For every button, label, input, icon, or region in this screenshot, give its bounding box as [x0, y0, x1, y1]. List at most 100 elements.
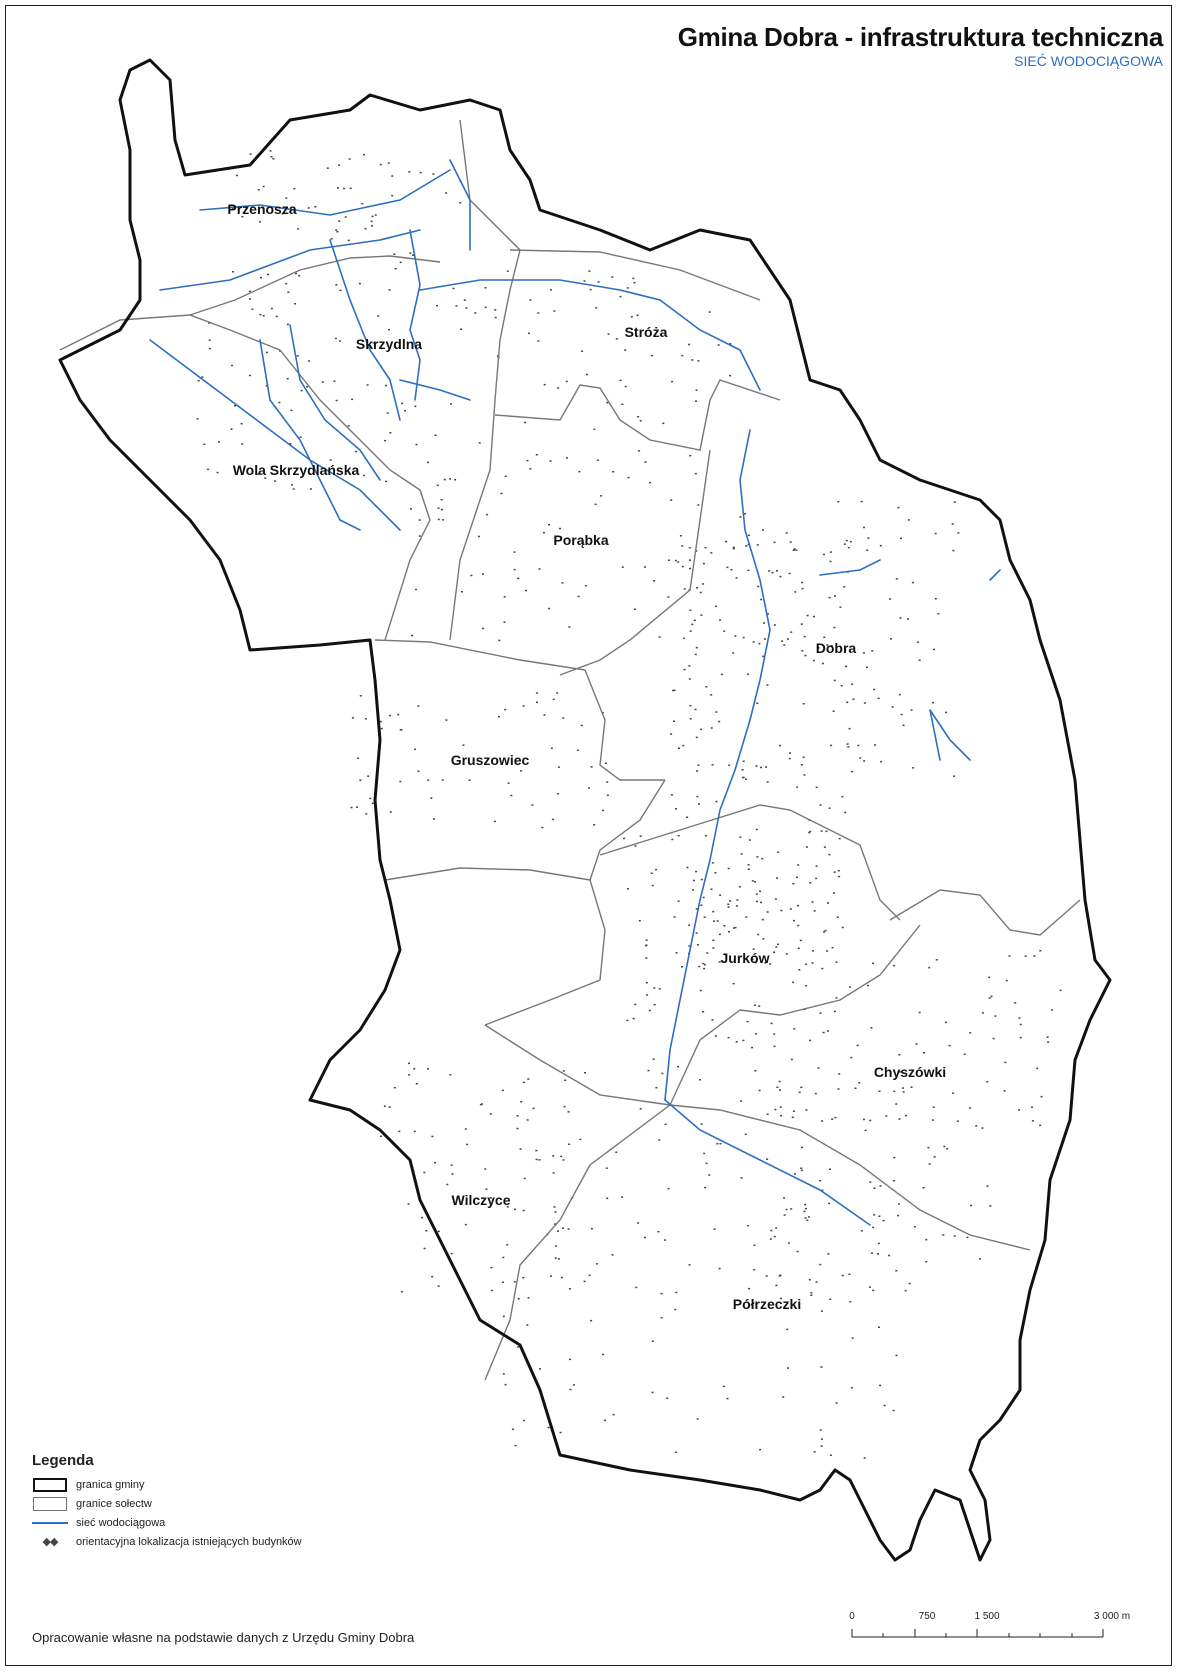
building-mark	[409, 252, 412, 254]
building-mark	[564, 1079, 567, 1081]
building-mark	[679, 535, 682, 537]
building-mark	[548, 524, 550, 526]
building-mark	[568, 1143, 571, 1145]
building-mark	[459, 202, 462, 204]
building-mark	[699, 591, 702, 594]
building-mark	[780, 1297, 782, 1300]
building-mark	[733, 927, 735, 929]
building-mark	[259, 313, 262, 316]
building-mark	[800, 1167, 803, 1169]
building-mark	[1040, 1095, 1043, 1098]
building-mark	[800, 1086, 803, 1089]
building-mark	[715, 605, 717, 607]
building-mark	[874, 744, 876, 746]
building-mark	[465, 307, 468, 309]
building-mark	[710, 694, 713, 696]
building-mark	[891, 706, 894, 708]
building-mark	[557, 1258, 560, 1260]
building-mark	[249, 153, 252, 155]
building-mark	[879, 544, 882, 547]
building-mark	[804, 1217, 807, 1219]
building-mark	[986, 1185, 989, 1187]
building-mark	[916, 641, 919, 643]
building-mark	[736, 899, 739, 901]
building-mark	[843, 586, 846, 588]
building-mark	[770, 1229, 773, 1232]
building-mark	[760, 901, 762, 904]
building-mark	[506, 270, 509, 272]
building-mark	[501, 1089, 504, 1092]
building-mark	[745, 778, 747, 780]
building-mark	[294, 303, 296, 305]
building-mark	[496, 355, 499, 357]
building-mark	[692, 889, 695, 891]
building-mark	[537, 340, 540, 342]
building-mark	[554, 1257, 557, 1259]
building-mark	[308, 473, 311, 475]
building-mark	[415, 443, 418, 446]
building-mark	[361, 202, 364, 205]
building-mark	[677, 1065, 679, 1068]
border-przenosza-skrzydlna	[189, 255, 441, 316]
building-mark	[732, 546, 735, 549]
building-mark	[745, 916, 748, 918]
building-mark	[898, 693, 901, 696]
building-mark	[260, 276, 262, 279]
building-mark	[847, 546, 850, 549]
building-mark	[800, 623, 803, 625]
building-mark	[867, 537, 870, 539]
building-mark	[208, 322, 211, 324]
building-mark	[529, 299, 532, 301]
building-mark	[928, 966, 931, 969]
building-mark	[694, 472, 697, 475]
building-mark	[786, 1328, 789, 1331]
building-mark	[766, 684, 769, 686]
building-mark	[700, 614, 703, 616]
building-mark	[712, 910, 715, 913]
building-mark	[436, 304, 438, 307]
building-mark	[522, 1081, 525, 1084]
building-mark	[988, 997, 991, 999]
building-mark	[785, 532, 788, 534]
building-mark	[615, 338, 618, 340]
building-mark	[235, 174, 238, 177]
building-mark	[835, 997, 838, 999]
building-mark	[632, 277, 635, 280]
village-label-chyszowki: Chyszówki	[874, 1064, 946, 1080]
building-mark	[696, 795, 699, 798]
building-mark	[957, 532, 960, 534]
building-mark	[427, 779, 430, 781]
building-mark	[667, 1187, 670, 1190]
building-mark	[241, 443, 244, 445]
map-subtitle: SIEĆ WODOCIĄGOWA	[1014, 53, 1163, 69]
legend-label: sieć wodociągowa	[76, 1516, 166, 1529]
building-mark	[820, 1438, 823, 1440]
building-mark	[549, 460, 552, 462]
building-mark	[506, 1244, 509, 1246]
building-mark	[711, 862, 714, 864]
building-mark	[700, 1123, 703, 1125]
building-mark	[431, 1275, 434, 1278]
building-mark	[877, 1242, 880, 1245]
building-mark	[535, 1149, 538, 1152]
building-mark	[380, 1135, 383, 1137]
building-mark	[399, 261, 402, 264]
building-mark	[769, 1238, 772, 1240]
building-mark	[366, 384, 369, 386]
building-mark	[872, 1226, 875, 1229]
building-mark	[752, 641, 755, 643]
building-mark	[645, 957, 648, 959]
building-mark	[414, 748, 416, 751]
building-mark	[606, 401, 609, 404]
building-mark	[888, 1254, 891, 1257]
building-mark	[670, 794, 673, 796]
building-mark	[808, 1279, 811, 1281]
building-mark	[531, 804, 534, 806]
building-mark	[454, 479, 457, 481]
building-mark	[689, 630, 692, 632]
building-mark	[790, 631, 793, 633]
building-mark	[494, 316, 497, 319]
building-mark	[744, 1133, 747, 1136]
building-mark	[828, 596, 831, 599]
building-mark	[606, 1197, 609, 1200]
